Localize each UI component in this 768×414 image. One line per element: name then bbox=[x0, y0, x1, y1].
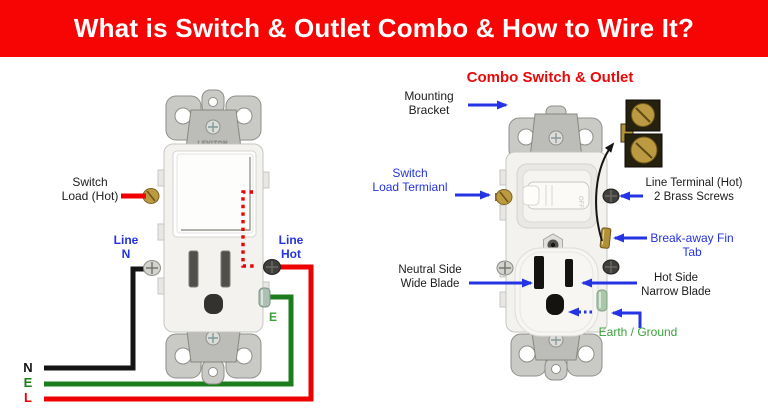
header-banner: What is Switch & Outlet Combo & How to W… bbox=[0, 0, 768, 57]
line-terminal-screw bbox=[602, 188, 620, 204]
toggle-switch: OFF bbox=[516, 163, 598, 229]
ground-hole bbox=[546, 294, 564, 315]
lower-right-screw bbox=[602, 259, 620, 275]
brass-terminals-inset bbox=[620, 99, 663, 168]
line-n-label: Line N bbox=[113, 233, 139, 261]
toggle-off-marking: OFF bbox=[577, 196, 583, 208]
neutral-wire bbox=[44, 266, 152, 371]
right-device-illustration: OFF bbox=[455, 99, 663, 381]
break-away-fin-label: Break-away Fin Tab bbox=[650, 231, 734, 259]
neutral-slot bbox=[188, 250, 199, 288]
left-device-illustration: LEVITON bbox=[44, 89, 314, 402]
neutral-wide-blade-slot bbox=[534, 256, 544, 289]
earth-screw bbox=[258, 287, 271, 308]
hot-narrow-blade-slot bbox=[565, 259, 573, 287]
switch-load-terminal-label: Switch Load Termianl bbox=[372, 166, 448, 194]
wire-e-label: E bbox=[23, 375, 33, 390]
wire-l-label: L bbox=[24, 390, 32, 405]
hot-slot bbox=[220, 250, 231, 288]
right-top-mounting-bracket bbox=[508, 105, 603, 161]
hot-side-label: Hot Side Narrow Blade bbox=[641, 272, 711, 298]
left-top-mounting-bracket: LEVITON bbox=[165, 89, 262, 149]
page-title: What is Switch & Outlet Combo & How to W… bbox=[73, 13, 695, 43]
line-terminal-label: Line Terminal (Hot) 2 Brass Screws bbox=[645, 177, 743, 203]
earth-ground-label: Earth / Ground bbox=[598, 325, 678, 339]
neutral-side-label: Neutral Side Wide Blade bbox=[398, 264, 462, 290]
ground-hole bbox=[204, 294, 223, 314]
earth-wire bbox=[44, 294, 294, 387]
switch-load-label: Switch Load (Hot) bbox=[61, 175, 119, 203]
line-hot-screw bbox=[263, 259, 281, 275]
mounting-bracket-label: Mounting Bracket bbox=[404, 89, 454, 117]
switched-hot-dotted-trace bbox=[241, 190, 254, 268]
line-neutral-screw bbox=[143, 260, 161, 276]
live-wire bbox=[44, 264, 314, 402]
left-bottom-mounting-bracket bbox=[165, 323, 262, 385]
lower-left-screw bbox=[496, 260, 514, 276]
fin-to-inset-arrow bbox=[595, 142, 615, 242]
earth-marker-label: E bbox=[268, 310, 277, 324]
ground-screw bbox=[596, 289, 608, 312]
outlet-face bbox=[514, 247, 599, 337]
rocker-switch bbox=[172, 150, 257, 238]
line-hot-label: Line Hot bbox=[278, 233, 304, 261]
switch-load-terminal-screw bbox=[495, 189, 513, 205]
combo-switch-outlet-title: Combo Switch & Outlet bbox=[466, 69, 634, 86]
callout-arrows bbox=[455, 100, 647, 328]
wire-n-label: N bbox=[23, 360, 33, 375]
earth-ground-arrow bbox=[611, 308, 642, 328]
